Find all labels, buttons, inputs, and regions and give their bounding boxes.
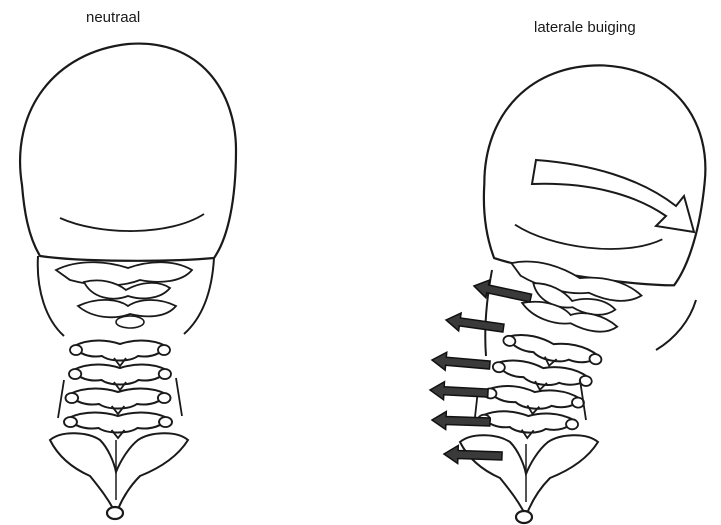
thoracic-base-neutral [50,433,188,514]
force-arrow-icon [445,311,505,337]
force-arrow-icon [431,351,490,374]
skull-outline-neutral [20,44,236,261]
thoracic-base-lateral [460,435,598,516]
force-arrow-icon [430,381,489,402]
neutral-figure [20,44,236,519]
force-arrow-icon [432,411,491,431]
